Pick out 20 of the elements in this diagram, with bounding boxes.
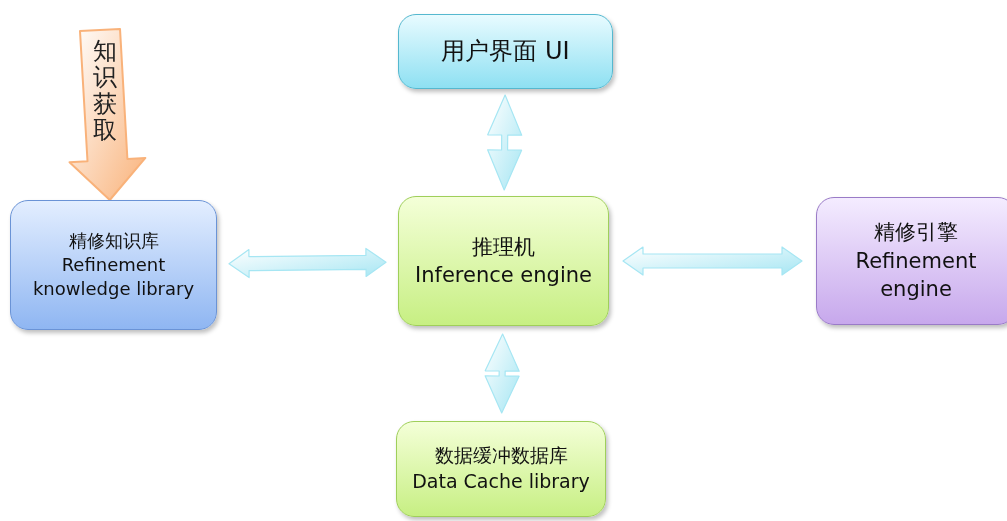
box-text: Refinement engine — [854, 247, 978, 304]
box-text: Data Cache library — [412, 469, 590, 494]
box-text: 推理机 — [472, 233, 535, 261]
process-box — [396, 421, 606, 517]
box-text: Refinement knowledge library — [31, 252, 196, 302]
box-text: 精修引擎 — [874, 219, 958, 247]
box-text: 数据缓冲数据库 — [434, 443, 568, 469]
block-arrow — [484, 333, 520, 414]
block-arrow — [228, 247, 387, 279]
block-arrow — [487, 94, 523, 191]
process-box — [816, 197, 1007, 325]
box-text: 精修知识库 — [68, 228, 159, 253]
box-text: 用户界面 UI — [441, 36, 570, 68]
edge-label: 知识获取 — [92, 38, 117, 144]
process-box — [398, 14, 613, 89]
box-text: Inference engine — [415, 262, 592, 289]
block-arrow — [622, 246, 803, 276]
block-arrow — [68, 27, 147, 201]
process-box — [10, 200, 217, 330]
process-box — [398, 196, 609, 326]
